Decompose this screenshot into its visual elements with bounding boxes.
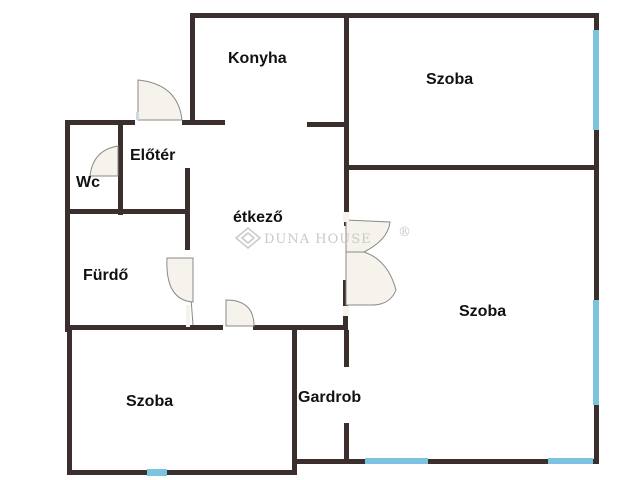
entrance-door — [136, 79, 183, 121]
wall — [190, 13, 599, 18]
room-label-konyha: Konyha — [228, 50, 287, 67]
bedroom-door — [225, 299, 255, 327]
wall — [344, 330, 349, 367]
wall — [344, 13, 349, 226]
wall — [65, 121, 70, 332]
watermark: DUNA HOUSE ® — [234, 225, 412, 249]
duna-house-logo-icon — [234, 227, 262, 249]
walls — [65, 13, 599, 475]
wall — [307, 122, 347, 127]
window — [147, 469, 167, 476]
wall — [182, 120, 225, 125]
double-door — [343, 212, 397, 316]
wc-door — [89, 145, 119, 177]
wall — [292, 459, 599, 464]
room-label-szoba-top: Szoba — [426, 71, 473, 88]
room-labels: Konyha Szoba Előtér Wc étkező Fürdő Szob… — [76, 50, 506, 410]
wall — [253, 325, 348, 330]
wall — [292, 327, 297, 474]
watermark-registered-mark: ® — [398, 225, 412, 240]
room-label-wc: Wc — [76, 174, 100, 191]
doors — [89, 79, 397, 327]
wall — [67, 470, 297, 475]
wall — [65, 209, 190, 214]
bathroom-door — [166, 257, 194, 327]
room-label-szoba-bottom: Szoba — [126, 393, 173, 410]
wall — [67, 325, 223, 330]
wall — [118, 122, 123, 215]
room-label-furdo: Fürdő — [83, 267, 129, 284]
watermark-text: DUNA HOUSE — [264, 232, 372, 247]
window — [548, 458, 593, 464]
window — [593, 30, 599, 130]
wall — [65, 120, 135, 125]
room-label-eloter: Előtér — [130, 147, 175, 164]
window — [365, 458, 428, 464]
room-label-szoba-right: Szoba — [459, 303, 506, 320]
wall — [67, 327, 72, 475]
wall — [344, 423, 349, 463]
window — [593, 300, 599, 405]
wall — [185, 168, 190, 250]
wall — [594, 13, 599, 464]
wall — [190, 13, 195, 125]
wall — [344, 165, 596, 170]
room-label-gardrob: Gardrob — [298, 389, 361, 406]
windows — [147, 30, 599, 476]
room-label-etkezo: étkező — [233, 209, 283, 226]
